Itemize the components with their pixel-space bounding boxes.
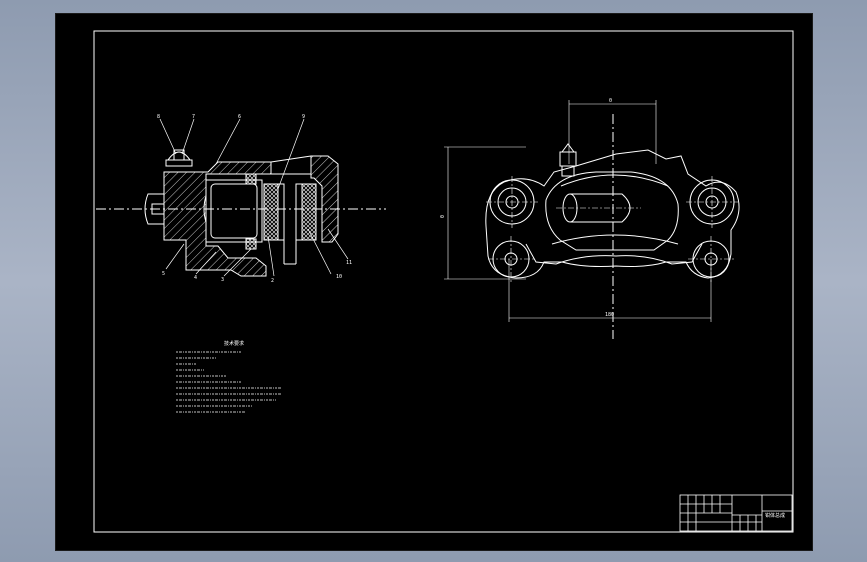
balloon-7: 3: [221, 277, 224, 283]
balloon-6: 4: [194, 275, 197, 281]
dim-left-text: 0: [440, 215, 446, 218]
balloon-2: 7: [192, 114, 195, 120]
leader-lines: [159, 118, 349, 277]
balloon-8: 2: [271, 278, 274, 284]
balloon-5: 5: [162, 271, 165, 277]
drawing-sheet: 8 7 6 9 5 4 3 2 10 11: [55, 13, 813, 551]
dim-bottom-text: 180: [605, 312, 614, 318]
left-mount-boss: [486, 176, 538, 228]
title-block-part-name: 钳体总成: [765, 512, 785, 519]
notes-lines: [176, 351, 282, 413]
front-view: [444, 100, 740, 339]
cad-drawing-canvas: 8 7 6 9 5 4 3 2 10 11: [93, 30, 794, 533]
title-block: [679, 494, 793, 532]
outer-backing-plate: [295, 183, 303, 241]
lower-right-bolt-hole: [688, 236, 734, 282]
lower-left-bolt-hole: [488, 236, 534, 282]
dust-boot: [245, 238, 257, 250]
bleed-screw: [165, 149, 193, 167]
piston-seal: [245, 173, 257, 185]
piston: [203, 179, 263, 243]
inlet-fitting: [144, 193, 165, 225]
caliper-finger-section: [310, 155, 339, 243]
balloon-1: 8: [157, 114, 160, 120]
dim-top-text: 0: [609, 98, 612, 104]
front-inlet-pipe: [556, 193, 641, 223]
notes-heading: 技术要求: [224, 340, 244, 347]
balloon-10: 11: [346, 260, 352, 266]
inner-frame: [93, 30, 794, 533]
technical-notes: 技术要求: [176, 340, 282, 413]
balloon-3: 6: [238, 114, 241, 120]
inner-brake-pad: [263, 183, 279, 241]
front-bleed-screw: [559, 143, 577, 177]
balloon-4: 9: [302, 114, 305, 120]
section-view: [96, 118, 386, 277]
section-balloons: 8 7 6 9 5 4 3 2 10 11: [157, 114, 352, 284]
balloon-9: 10: [336, 274, 342, 280]
inner-backing-plate: [277, 183, 285, 241]
right-mount-boss: [686, 176, 738, 228]
piston-housing: [545, 171, 679, 251]
